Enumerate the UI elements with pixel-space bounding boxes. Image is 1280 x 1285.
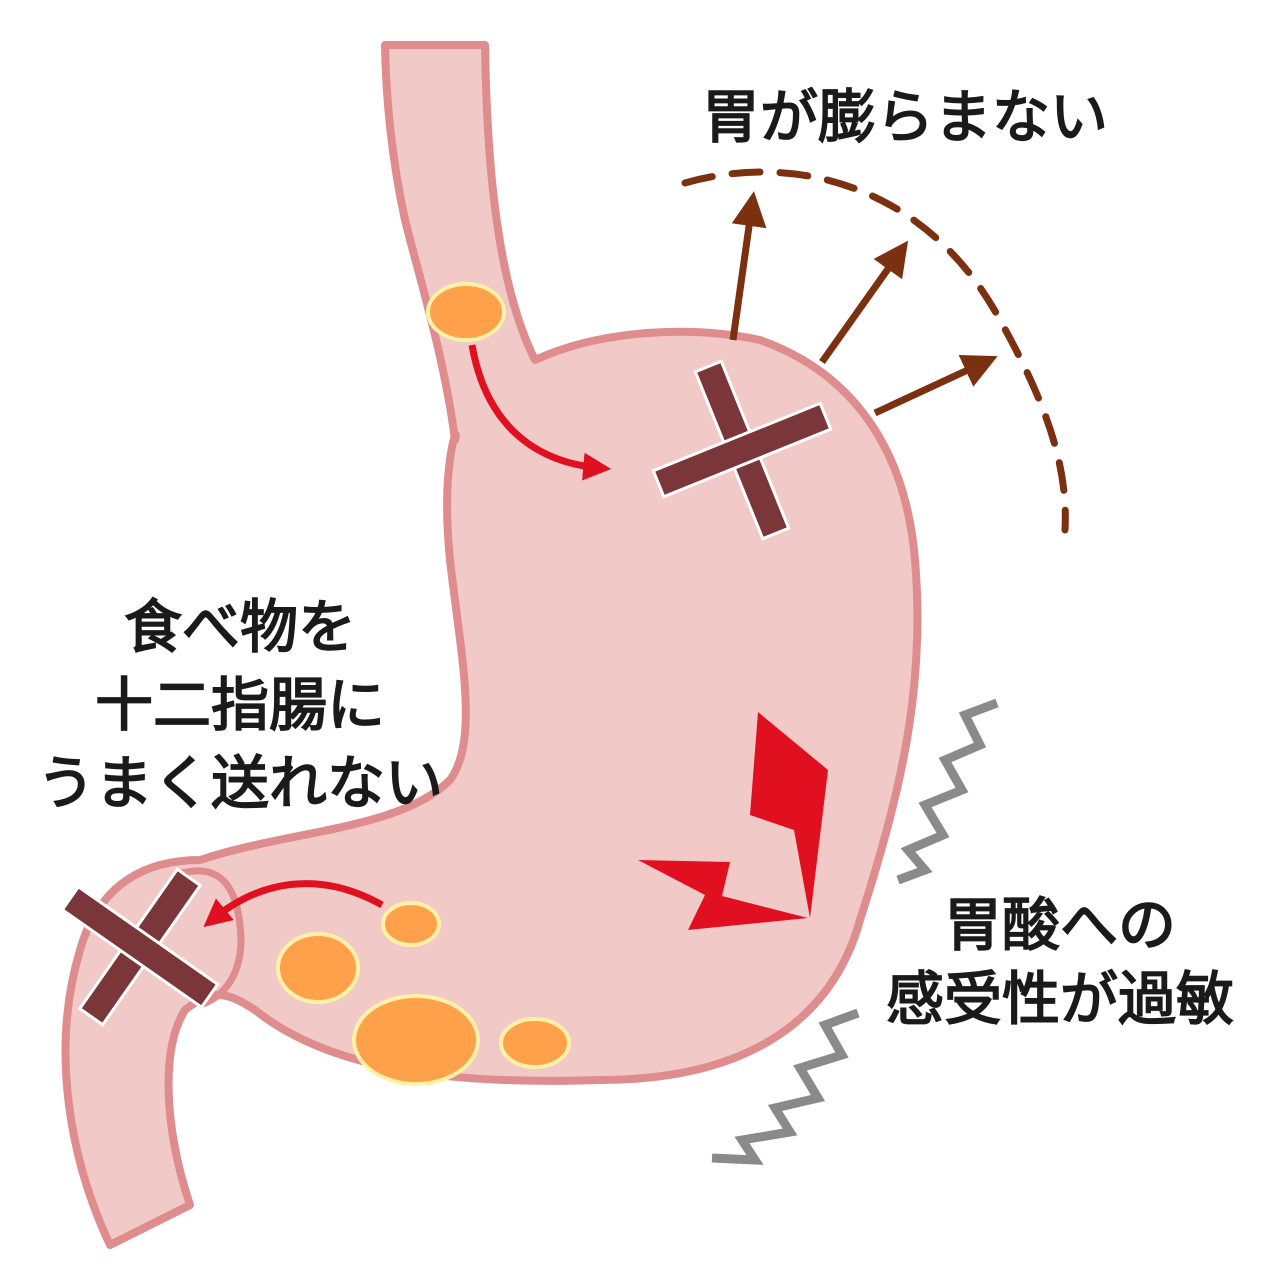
- stomach-body: [61, 41, 922, 1249]
- zigzag-line: [896, 698, 999, 885]
- label-line: 食べ物を: [123, 593, 356, 661]
- expansion-arrow: [729, 191, 767, 341]
- food-flow-arrow-out: [203, 880, 384, 928]
- label-food-not-sent: 食べ物を 十二指腸に うまく送れない: [20, 588, 460, 822]
- cross-mark-upper: [651, 359, 833, 541]
- pain-bolt: [638, 860, 808, 930]
- zigzag-line: [711, 1008, 860, 1165]
- expansion-dashed-arc: [681, 168, 1069, 534]
- label-line: 感受性が過敏: [885, 965, 1234, 1033]
- food-piece: [276, 932, 360, 1004]
- label-acid-hypersensitivity: 胃酸への 感受性が過敏: [860, 888, 1260, 1036]
- cross-mark-pylorus: [60, 867, 220, 1027]
- food-piece: [352, 994, 480, 1086]
- pylorus-bulge: [173, 867, 245, 1009]
- label-line: うまく送れない: [36, 749, 443, 817]
- expansion-arrow: [873, 354, 998, 417]
- pain-bolt: [750, 712, 828, 918]
- label-line: 十二指腸に: [94, 671, 385, 739]
- expansion-arrow: [819, 240, 909, 365]
- label-stomach-not-expanding: 胃が膨らまない: [701, 83, 1108, 151]
- food-piece: [499, 1017, 571, 1069]
- food-flow-arrow-in: [468, 344, 612, 481]
- food-piece: [381, 901, 441, 947]
- food-piece: [426, 282, 506, 342]
- label-line: 胃酸への: [943, 891, 1176, 959]
